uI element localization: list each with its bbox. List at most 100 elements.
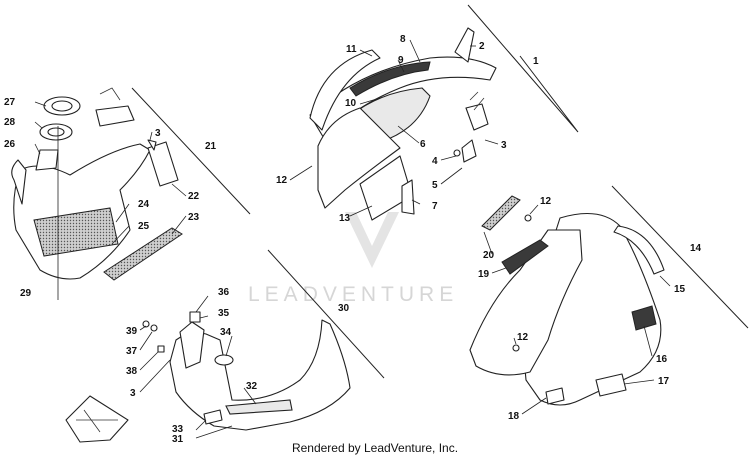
leader-32	[243, 387, 257, 405]
bracket-7	[401, 179, 415, 215]
bracket-30	[267, 249, 385, 379]
callout-8: 8	[400, 34, 406, 45]
callout-22: 22	[188, 191, 200, 202]
cap-17	[595, 373, 627, 397]
clip-3	[465, 103, 489, 131]
leader-20	[483, 231, 493, 255]
bracket-lower-detail	[76, 409, 118, 433]
mesh-strip-23	[103, 227, 183, 281]
callout-33: 33	[172, 424, 184, 435]
belly-pan-group: 36 30 35 39 34 37 38 32 3 33 31	[65, 249, 385, 445]
trim-15	[613, 225, 665, 275]
callout-23: 23	[188, 212, 200, 223]
leader-10	[359, 97, 381, 105]
callout-37: 37	[126, 346, 138, 357]
callout-3b: 3	[155, 128, 161, 139]
cap-18	[545, 387, 565, 405]
leader-3b	[149, 131, 153, 141]
belly-pan-30	[169, 319, 351, 431]
callout-39: 39	[126, 326, 138, 337]
callout-19: 19	[478, 269, 490, 280]
screw-12b	[524, 214, 532, 222]
mesh-20	[481, 195, 521, 231]
callout-18: 18	[508, 411, 520, 422]
leader-22	[171, 183, 187, 197]
callout-28: 28	[4, 117, 16, 128]
mesh-32	[225, 399, 293, 415]
side-panel-19	[469, 229, 583, 376]
vent-16	[631, 305, 657, 331]
gauge-inner-27	[51, 100, 73, 112]
leader-17	[623, 379, 655, 385]
callout-6: 6	[420, 139, 426, 150]
leader-6	[397, 125, 420, 144]
nut-38	[157, 345, 165, 353]
callout-12c: 12	[517, 332, 529, 343]
deflector-22	[147, 141, 179, 187]
leader-12c	[513, 337, 517, 345]
mesh-panel-24	[33, 207, 119, 257]
callout-31: 31	[172, 434, 184, 445]
callout-35: 35	[218, 308, 230, 319]
leader-13	[349, 205, 373, 217]
callout-24: 24	[138, 199, 150, 210]
bracket-top-detail	[99, 87, 121, 101]
leader-3c	[139, 359, 171, 393]
callout-36: 36	[218, 287, 230, 298]
callout-13: 13	[339, 213, 351, 224]
callout-27: 27	[4, 97, 16, 108]
leader-39	[139, 325, 147, 331]
leader-3a	[484, 139, 499, 145]
leader-25	[111, 225, 130, 245]
bracket-1	[467, 4, 579, 133]
leader-16	[643, 325, 653, 357]
side-vent-11	[309, 49, 381, 131]
leader-19	[491, 267, 507, 274]
bracket-14	[611, 185, 749, 329]
callout-9: 9	[398, 55, 404, 66]
dash-assembly-group: 27 28 26 3 21 22 24 23 25 29	[4, 87, 251, 300]
leader-27	[34, 101, 47, 107]
leader-28	[34, 121, 43, 129]
callout-26: 26	[4, 139, 16, 150]
watermark: LEADVENTURE	[248, 212, 458, 306]
callout-34: 34	[220, 327, 232, 338]
leader-18	[521, 397, 547, 415]
side-cap	[11, 159, 27, 205]
screw-12c	[512, 344, 520, 352]
leader-12a	[289, 165, 313, 181]
callout-5: 5	[432, 180, 438, 191]
bracket-lower	[65, 395, 129, 443]
leader-9	[397, 59, 405, 73]
leader-7	[411, 199, 421, 205]
callout-1: 1	[533, 56, 539, 67]
callout-32: 32	[246, 381, 258, 392]
callout-17: 17	[658, 376, 670, 387]
gauge-inner-28	[47, 127, 65, 137]
callout-16: 16	[656, 354, 668, 365]
leader-35	[199, 315, 209, 319]
footer-credit: Rendered by LeadVenture, Inc.	[291, 441, 459, 455]
inner-panel-6	[317, 107, 401, 209]
leader-23	[171, 215, 187, 235]
hood-stripe	[349, 61, 431, 97]
bolt-4	[461, 139, 477, 163]
leader-38	[139, 351, 159, 371]
bracket-21	[131, 87, 251, 215]
mount-36	[179, 321, 205, 369]
bracket-detail	[469, 91, 485, 111]
washer-37	[150, 324, 158, 332]
watermark-text: LEADVENTURE	[248, 283, 458, 306]
screw-39	[142, 320, 150, 328]
cover-26	[35, 149, 59, 171]
leader-12b	[529, 204, 539, 215]
washer-4	[453, 149, 461, 157]
callout-14: 14	[690, 243, 702, 254]
callout-29: 29	[20, 288, 32, 299]
clip-35	[189, 311, 201, 323]
callout-3a: 3	[501, 140, 507, 151]
callout-2: 2	[479, 41, 485, 52]
bracket-top	[95, 105, 135, 127]
callout-20: 20	[483, 250, 495, 261]
